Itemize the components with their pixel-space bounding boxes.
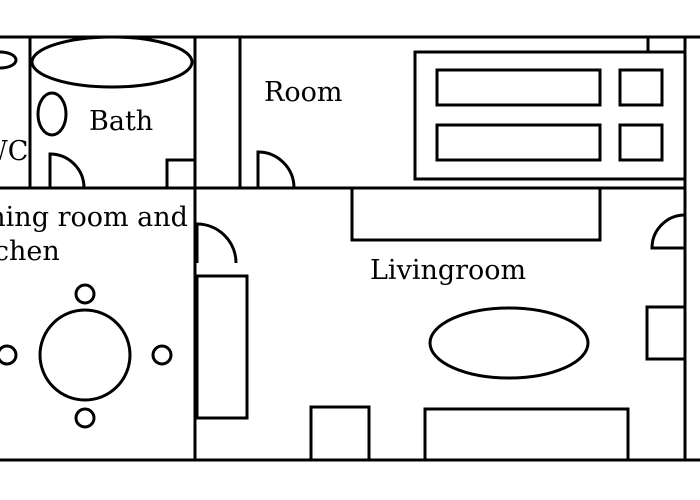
chair-right (151, 344, 173, 366)
bath-door (48, 152, 86, 189)
dining-label-line1: Dining room and (0, 202, 188, 233)
sofa (195, 274, 249, 420)
chair-left (0, 344, 18, 366)
bath-label: Bath (89, 106, 153, 137)
balcony-door (650, 213, 687, 251)
toilet (0, 50, 18, 70)
sink (36, 91, 68, 137)
tv-stand (423, 407, 630, 462)
shelf-4 (618, 123, 664, 162)
room-door (256, 150, 296, 189)
bathtub (30, 35, 194, 89)
shelf-2 (618, 68, 664, 107)
bath-cabinet (165, 158, 197, 190)
bath-room: Bath (30, 35, 197, 190)
living-top-cabinet (350, 186, 602, 242)
side-table (645, 305, 687, 361)
chair-bottom (74, 407, 96, 429)
coffee-table (428, 306, 590, 380)
livingroom: Livingroom (195, 186, 687, 462)
shelf-3 (435, 123, 602, 162)
chair-top (74, 283, 96, 305)
wc-room: WC (0, 50, 28, 167)
living-door (195, 222, 238, 264)
dining-table (38, 308, 132, 402)
dining-room-kitchen: Dining room and kitchen (0, 202, 188, 429)
shelf-1 (435, 68, 602, 107)
room-label: Room (264, 77, 342, 108)
room: Room (256, 50, 687, 189)
wc-label: WC (0, 136, 28, 167)
dining-label-line2: kitchen (0, 236, 60, 267)
livingroom-label: Livingroom (370, 255, 526, 286)
armchair (309, 405, 371, 462)
